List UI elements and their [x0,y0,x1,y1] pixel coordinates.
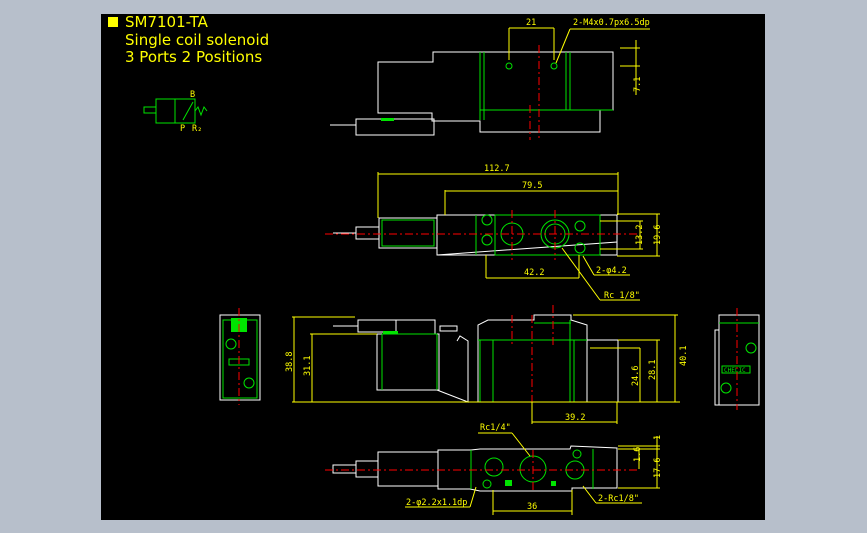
dim-1: 1 [653,435,663,440]
port-r-label: R₂ [192,124,202,134]
left-end-view [219,308,261,405]
port-out-note: 2-Rc1/8" [598,494,639,504]
dim-holes-42-2: 42.2 [524,268,544,278]
top-view: 21 2-M4x0.7px6.5dp 7.1 [330,18,650,140]
dim-overall-112-7: 112.7 [484,164,510,174]
pin-note: 2-φ2.2x1.1dp [406,498,467,508]
dim-pitch-21: 21 [526,18,536,28]
dim-1-6: 1.6 [633,447,643,462]
dim-body-79-5: 79.5 [522,181,542,191]
description-text: Single coil solenoid [125,31,269,49]
dim-pitch-36: 36 [527,502,537,512]
right-end-view: CHELIC [714,308,760,410]
port-in-note: Rc1/4" [480,423,511,433]
port-p-label: P [180,124,185,134]
dim-height-7-1: 7.1 [633,77,643,92]
port-note: Rc 1/8" [604,291,640,301]
dim-height-38-8: 38.8 [285,352,295,372]
valve-symbol: B P R₂ [143,90,208,134]
title-marker [108,17,118,27]
drawing-canvas [101,14,765,520]
dim-24-6: 24.6 [631,366,641,386]
model-title: SM7101-TA [125,13,209,31]
hole-note: 2-φ4.2 [596,266,627,276]
dim-height-31-1: 31.1 [303,356,313,376]
dim-width-19-6: 19.6 [653,225,663,245]
dim-40-1: 40.1 [679,346,689,366]
front-view: 38.8 31.1 24.6 28.1 40.1 39.2 [285,305,689,424]
port-b-label: B [190,90,195,100]
dim-28-1: 28.1 [648,360,658,380]
dim-39-2: 39.2 [565,413,585,423]
thread-note: 2-M4x0.7px6.5dp [573,18,650,28]
plan-view: 112.7 79.5 42.2 13.2 19.6 2-φ4.2 Rc 1/8" [325,164,663,301]
bottom-view: 36 Rc1/4" 2-φ2.2x1.1dp 2-Rc1/8" 1 1.6 17… [325,423,663,515]
dim-width-13-2: 13.2 [635,225,645,245]
dim-17-6: 17.6 [653,458,663,478]
brand-label: CHELIC [724,367,746,374]
configuration-text: 3 Ports 2 Positions [125,48,262,66]
